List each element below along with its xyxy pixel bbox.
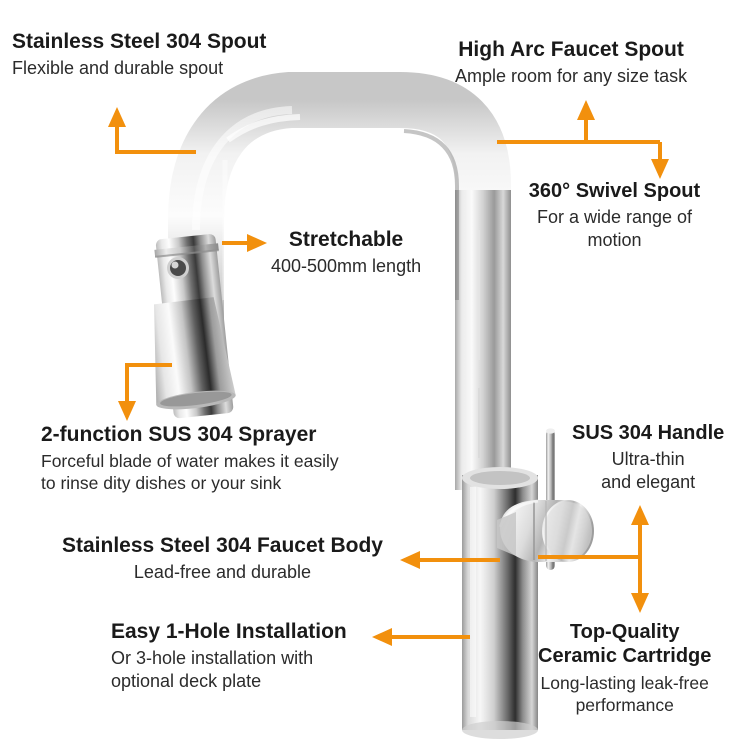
callout-subtitle: For a wide range of motion [536, 207, 693, 250]
callout-faucet-body: Stainless Steel 304 Faucet Body Lead-fre… [62, 534, 383, 584]
spray-mode-button-art [167, 257, 189, 279]
callout-subtitle: Lead-free and durable [133, 562, 312, 583]
callout-handle: SUS 304 Handle Ultra-thin and elegant [572, 422, 724, 494]
callout-subtitle: Flexible and durable spout [12, 58, 224, 79]
callout-title: 2-function SUS 304 Sprayer [41, 423, 317, 446]
callout-title: Stainless Steel 304 Faucet Body [62, 534, 383, 557]
callout-subtitle: 400-500mm length [271, 256, 422, 277]
lever-handle-art [498, 499, 594, 562]
callout-title: SUS 304 Handle [572, 422, 725, 444]
callout-subtitle-line2: performance [575, 694, 674, 715]
callout-title: Stretchable [288, 228, 404, 251]
callout-stainless-spout: Stainless Steel 304 Spout Flexible and d… [12, 30, 266, 80]
callout-high-arc-spout: High Arc Faucet Spout Ample room for any… [455, 38, 687, 88]
callout-title: Easy 1-Hole Installation [111, 620, 347, 643]
callout-installation: Easy 1-Hole Installation Or 3-hole insta… [111, 620, 347, 693]
callout-subtitle: Ample room for any size task [455, 66, 688, 87]
callout-subtitle-line1: Ultra-thin [611, 449, 685, 470]
callout-ceramic-cartridge: Top-Quality Ceramic Cartridge Long-lasti… [538, 620, 711, 716]
callout-sprayer: 2-function SUS 304 Sprayer Forceful blad… [41, 423, 339, 494]
callout-title-line1: Top-Quality [569, 621, 680, 643]
callout-title: High Arc Faucet Spout [458, 38, 684, 61]
callout-subtitle-line2: to rinse dity dishes or your sink [41, 473, 282, 494]
callout-title-line2: Ceramic Cartridge [538, 645, 712, 668]
callout-title: 360° Swivel Spout [528, 180, 701, 202]
callout-stretchable: Stretchable 400-500mm length [271, 228, 421, 278]
callout-swivel-spout: 360° Swivel Spout For a wide range of mo… [527, 180, 702, 252]
callout-subtitle-line1: Or 3-hole installation with [111, 648, 314, 669]
callout-title: Stainless Steel 304 Spout [12, 30, 267, 53]
callout-subtitle-line2: and elegant [601, 471, 696, 492]
callout-subtitle-line2: optional deck plate [111, 671, 262, 692]
callout-subtitle-line1: Forceful blade of water makes it easily [41, 451, 339, 472]
callout-subtitle-line1: Long-lasting leak-free [540, 672, 709, 693]
